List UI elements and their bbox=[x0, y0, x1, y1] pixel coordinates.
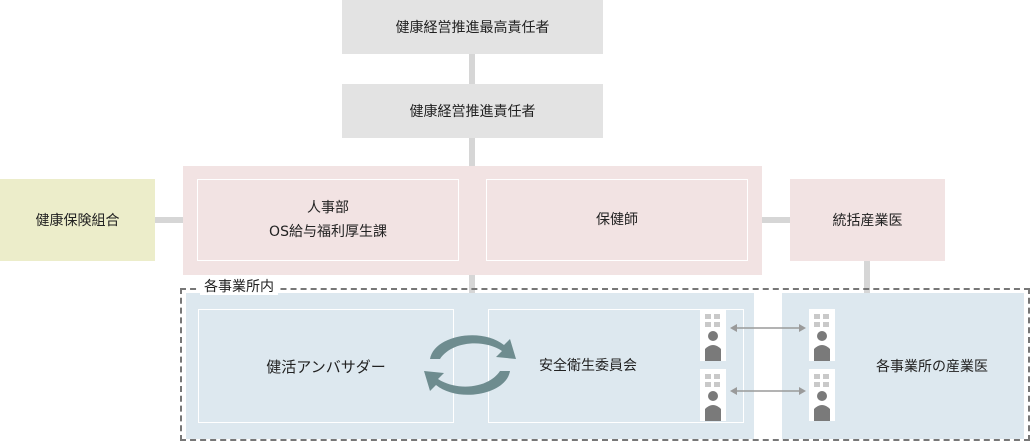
connector-hr-site bbox=[469, 275, 475, 293]
insurance-box: 健康保険組合 bbox=[0, 179, 155, 261]
general-doctor-box: 統括産業医 bbox=[790, 179, 945, 261]
site-doctor-label: 各事業所の産業医 bbox=[876, 359, 988, 375]
committee-box: 安全衛生委員会 bbox=[488, 309, 744, 423]
site-inner-group bbox=[186, 293, 754, 439]
building-person-icon bbox=[700, 369, 726, 421]
connector-insurance-hr bbox=[155, 217, 183, 223]
site-doctor-box: 各事業所の産業医 bbox=[840, 309, 1024, 423]
connector-doctor-site bbox=[864, 261, 870, 293]
building-person-icon bbox=[809, 369, 835, 421]
executive-box: 健康経営推進責任者 bbox=[342, 84, 603, 138]
double-arrow-icon bbox=[730, 387, 806, 395]
site-dashed-border bbox=[180, 288, 1030, 441]
connector-top-second bbox=[469, 54, 475, 84]
ambassador-box: 健活アンバサダー bbox=[198, 309, 454, 423]
hr-label-line1: 人事部 bbox=[307, 200, 349, 216]
top-executive-box: 健康経営推進最高責任者 bbox=[342, 0, 603, 54]
top-executive-label: 健康経営推進最高責任者 bbox=[395, 20, 550, 36]
general-doctor-label: 統括産業医 bbox=[832, 213, 903, 229]
insurance-label: 健康保険組合 bbox=[35, 213, 120, 229]
cycle-arrows-icon bbox=[424, 335, 516, 395]
connector-nurse-doctor bbox=[762, 217, 790, 223]
nurse-box: 保健師 bbox=[486, 179, 748, 261]
connector-second-hr bbox=[469, 138, 475, 166]
executive-label: 健康経営推進責任者 bbox=[409, 104, 536, 120]
ambassador-label: 健活アンバサダー bbox=[266, 357, 386, 376]
nurse-label: 保健師 bbox=[596, 212, 638, 228]
hr-label-line2: OS給与福利厚生課 bbox=[269, 224, 387, 240]
committee-label: 安全衛生委員会 bbox=[539, 358, 637, 374]
building-person-icon bbox=[809, 309, 835, 361]
hr-box: 人事部 OS給与福利厚生課 bbox=[197, 179, 459, 261]
double-arrow-icon bbox=[730, 324, 806, 332]
site-label: 各事業所内 bbox=[200, 279, 278, 295]
hr-group-box bbox=[183, 166, 762, 275]
building-person-icon bbox=[700, 309, 726, 361]
